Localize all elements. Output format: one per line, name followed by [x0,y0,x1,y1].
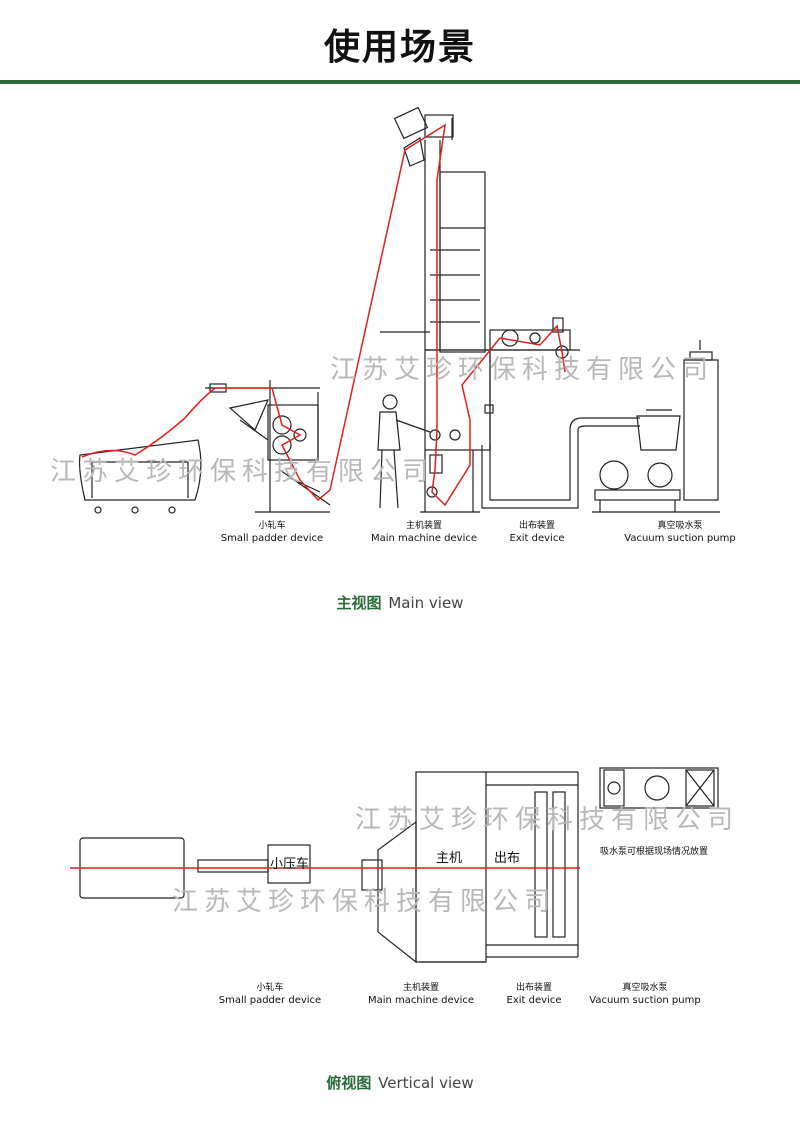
label-small-padder-cn: 小轧车 [258,519,285,531]
main-machine-tower [380,106,580,513]
small-padder-tub [78,439,202,514]
label-pump-cn: 真空吸水泵 [657,519,702,531]
label-main-machine-cn: 主机装置 [403,981,439,993]
label-main-machine-en: Main machine device [371,533,477,544]
small-press-label: 小压车 [270,856,309,872]
label-small-padder-en: Small padder device [221,533,323,544]
label-pump-en: Vacuum suction pump [589,995,700,1006]
main-machine-top [361,771,579,964]
small-press-top [267,844,311,884]
page-title: 使用场景 [323,27,476,68]
operator-figure [377,394,431,509]
watermark-text: 江苏艾珍环保科技有限公司 [50,457,434,487]
exit-device-duct [481,417,640,509]
vertical-view-caption: 俯视图 Vertical view [0,1072,800,1093]
exit-label: 出布 [494,851,520,866]
watermark-text: 江苏艾珍环保科技有限公司 [330,355,714,385]
connector-top [197,859,269,873]
vertical-view-caption-cn: 俯视图 [326,1074,372,1092]
label-exit-cn: 出布装置 [516,981,552,993]
main-machine-label: 主机 [436,851,462,866]
pump-placement-note: 吸水泵可根据现场情况放置 [600,845,708,857]
main-view-caption: 主视图 Main view [0,592,800,613]
watermark-text: 江苏艾珍环保科技有限公司 [355,805,739,835]
fabric-path-main [81,123,566,507]
label-pump-cn: 真空吸水泵 [622,981,667,993]
watermark-text: 江苏艾珍环保科技有限公司 [172,887,556,917]
label-exit-cn: 出布装置 [519,519,555,531]
vacuum-pump [592,340,720,513]
label-main-machine-cn: 主机装置 [406,519,442,531]
label-main-machine-en: Main machine device [368,995,474,1006]
vertical-view-caption-en: Vertical view [378,1074,474,1092]
label-pump-en: Vacuum suction pump [624,533,735,544]
label-exit-en: Exit device [510,533,565,544]
pump-top [599,767,719,809]
main-view-caption-en: Main view [388,594,464,612]
title-divider [0,80,800,84]
main-view-caption-cn: 主视图 [336,594,382,612]
label-small-padder-cn: 小轧车 [256,981,283,993]
label-small-padder-en: Small padder device [219,995,321,1006]
label-exit-en: Exit device [507,995,562,1006]
